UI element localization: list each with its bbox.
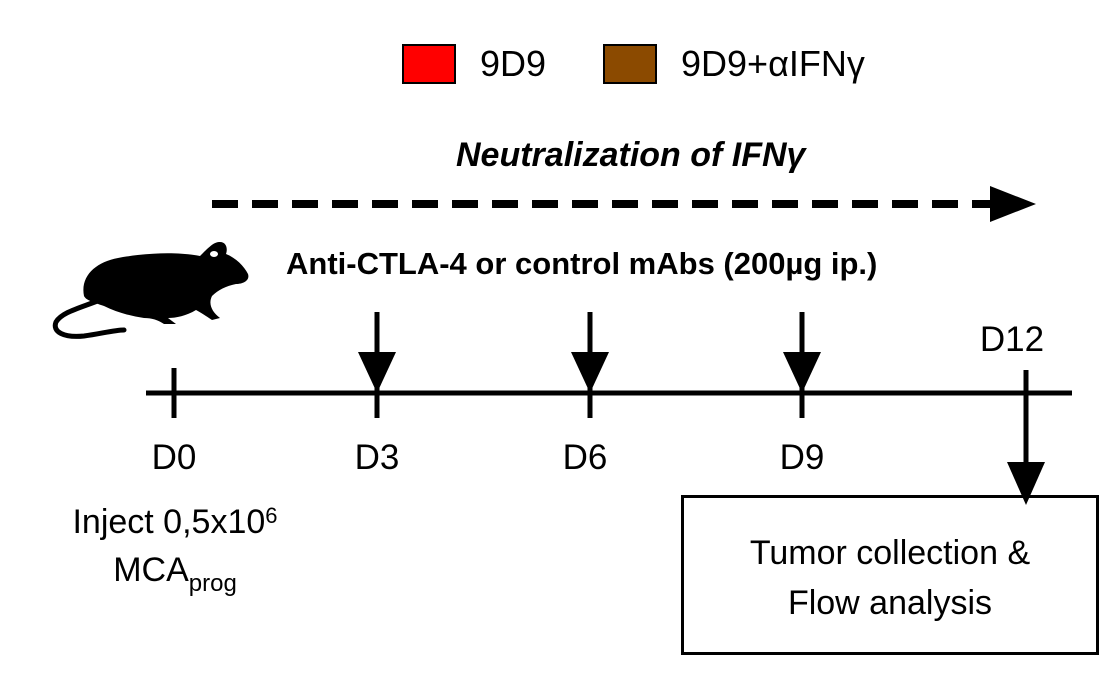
legend-label-9d9: 9D9 (480, 43, 547, 84)
legend-swatch-9d9 (402, 44, 456, 84)
legend-label-9d9-anti-ifng: 9D9+αIFNγ (681, 43, 865, 84)
day-label-d6: D6 (562, 438, 608, 477)
outcome-line1: Tumor collection & (749, 534, 1031, 572)
day-label-d12: D12 (979, 320, 1045, 359)
day-label-d9: D9 (779, 438, 825, 477)
legend-swatch-9d9-anti-ifng (603, 44, 657, 84)
outcome-line2: Flow analysis (787, 584, 993, 622)
tumor-collection-box: Tumor collection & Flow analysis (681, 495, 1099, 655)
neutralization-arrowhead (990, 186, 1036, 222)
neutralization-label: Neutralization of IFNγ (456, 136, 806, 174)
day-label-d3: D3 (354, 438, 400, 477)
injection-arrow-d9 (783, 312, 821, 393)
injection-note: Inject 0,5x106 MCAprog (30, 498, 320, 598)
injection-arrow-d6 (571, 312, 609, 393)
mouse-silhouette-icon (52, 242, 249, 339)
injection-arrow-d3 (358, 312, 396, 393)
injection-line2: MCAprog (113, 551, 237, 597)
collection-arrow-d12 (1007, 370, 1045, 505)
injection-line1: Inject 0,5x106 (72, 503, 278, 541)
treatment-label: Anti-CTLA-4 or control mAbs (200µg ip.) (286, 246, 878, 281)
day-label-d0: D0 (151, 438, 197, 477)
